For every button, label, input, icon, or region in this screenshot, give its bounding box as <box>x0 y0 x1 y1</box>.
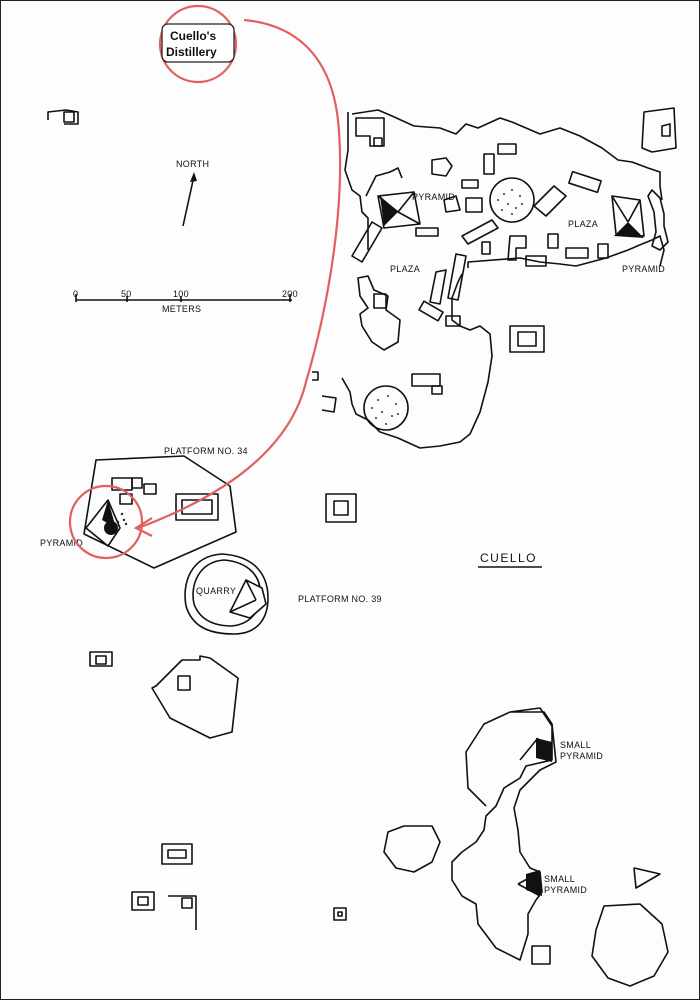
distillery-callout-circle <box>158 4 238 84</box>
pyramid-label-west: PYRAMID <box>40 538 83 548</box>
site-name: CUELLO <box>478 551 542 568</box>
plaza-label-west: PLAZA <box>390 264 420 274</box>
structure-center-square <box>325 493 357 523</box>
northeast-complex: PYRAMID PLAZA PYRAMID <box>312 107 677 449</box>
small-pyramid-1-label-line2: PYRAMID <box>560 751 603 761</box>
distillery-callout-line1: Cuello's <box>170 29 217 43</box>
quarry: QUARRY <box>184 553 269 635</box>
annotation-arrow-line <box>137 18 342 530</box>
pyramid-label-north-east: PYRAMID <box>622 264 665 274</box>
platform-34: PLATFORM NO. 34 PYRAMID <box>40 446 248 569</box>
annotation-arrow-head <box>133 517 153 537</box>
plaza-label-east: PLAZA <box>568 219 598 229</box>
southwest-structures <box>89 651 347 930</box>
pyramid-highlight-circle <box>68 484 144 560</box>
distillery-annotation: Cuello's Distillery <box>68 4 342 560</box>
scale-tick-0: 0 <box>73 289 78 299</box>
structure-nw <box>47 109 79 125</box>
small-pyramid-1-label-line1: SMALL <box>560 740 591 750</box>
southeast-complex: SMALL PYRAMID SMALL PYRAMID <box>383 707 669 987</box>
platform-34-label: PLATFORM NO. 34 <box>164 446 248 456</box>
north-label: NORTH <box>176 159 209 169</box>
platform-39-label: PLATFORM NO. 39 <box>298 594 382 604</box>
scale-tick-200: 200 <box>282 289 298 299</box>
pyramid-label-north-west: PYRAMID <box>412 192 455 202</box>
distillery-callout-line2: Distillery <box>166 45 217 59</box>
small-pyramid-2-label-line2: PYRAMID <box>544 885 587 895</box>
distillery-callout-box <box>161 23 235 63</box>
quarry-label: QUARRY <box>196 586 236 596</box>
north-arrow: NORTH <box>176 159 209 227</box>
site-name-label: CUELLO <box>480 551 537 565</box>
scale-bar: 0 50 100 200 METERS <box>73 289 298 314</box>
scale-unit-label: METERS <box>162 304 201 314</box>
small-pyramid-2-label-line1: SMALL <box>544 874 575 884</box>
scale-tick-50: 50 <box>121 289 132 299</box>
scale-tick-100: 100 <box>173 289 189 299</box>
